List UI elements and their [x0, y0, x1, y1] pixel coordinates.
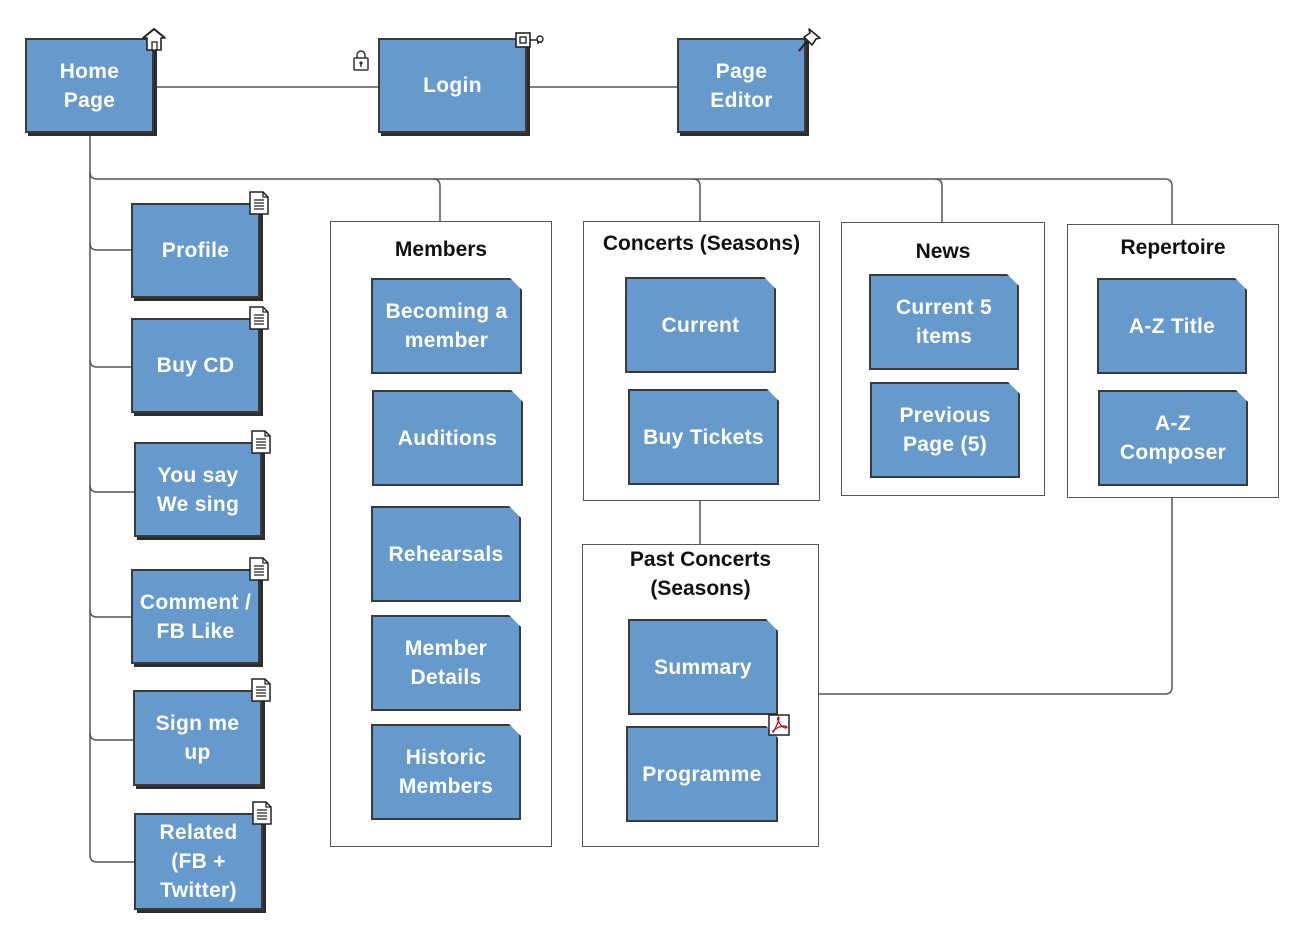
document-icon: [249, 557, 269, 581]
members-node-3-label: Rehearsals: [388, 542, 504, 566]
news-node-1[interactable]: Current 5 items: [869, 274, 1019, 370]
sidebar-node-sign-me-up-label: Sign me up: [155, 712, 240, 764]
concerts-node-2[interactable]: Buy Tickets: [628, 389, 779, 485]
home-page-label: Home Page: [59, 59, 120, 112]
sidebar-node-related-fb-twitter[interactable]: Related (FB + Twitter): [134, 813, 263, 910]
sidebar-node-sign-me-up[interactable]: Sign me up: [133, 690, 262, 786]
repertoire-title: Repertoire: [1120, 236, 1226, 259]
repertoire-node-2[interactable]: A-Z Composer: [1098, 390, 1248, 486]
document-icon: [249, 191, 269, 215]
repertoire-node-2-label: A-Z Composer: [1119, 412, 1227, 464]
concerts-node-1-label: Current: [661, 313, 740, 337]
concerts-node-2-label: Buy Tickets: [643, 425, 764, 449]
past-node-1-label: Summary: [654, 655, 752, 679]
repertoire-node-1[interactable]: A-Z Title: [1097, 278, 1247, 374]
sidebar-node-profile-label: Profile: [161, 239, 230, 262]
document-icon: [249, 306, 269, 330]
news-node-1-label: Current 5 items: [895, 296, 993, 348]
sidebar-node-buy-cd-label: Buy CD: [156, 354, 235, 377]
past-node-2[interactable]: Programme: [626, 726, 778, 822]
key-icon: [515, 32, 544, 48]
past-concerts-title: Past Concerts (Seasons): [629, 548, 772, 600]
sidebar-node-you-say-we-sing-label: You say We sing: [156, 463, 240, 516]
login-label: Login: [423, 74, 482, 97]
sidebar-node-you-say-we-sing[interactable]: You say We sing: [134, 442, 262, 537]
login-node[interactable]: Login: [378, 38, 527, 133]
past-node-2-label: Programme: [642, 762, 762, 786]
members-node-5[interactable]: Historic Members: [371, 724, 521, 820]
lock-icon: [353, 50, 369, 71]
concerts-title: Concerts (Seasons): [602, 232, 801, 255]
home-page-node[interactable]: Home Page: [25, 38, 154, 133]
sidebar-node-buy-cd[interactable]: Buy CD: [131, 318, 260, 413]
document-icon: [252, 801, 272, 825]
repertoire-node-1-label: A-Z Title: [1128, 314, 1216, 338]
members-node-2[interactable]: Auditions: [372, 390, 523, 486]
document-icon: [251, 430, 271, 454]
members-node-4[interactable]: Member Details: [371, 615, 521, 711]
members-title: Members: [394, 238, 488, 261]
page-editor-node[interactable]: Page Editor: [677, 38, 806, 133]
sidebar-node-profile[interactable]: Profile: [131, 203, 260, 298]
members-node-4-label: Member Details: [404, 637, 488, 689]
past-node-1[interactable]: Summary: [628, 619, 778, 715]
members-node-1-label: Becoming a member: [385, 300, 508, 352]
document-icon: [251, 678, 271, 702]
pdf-icon: [768, 714, 790, 736]
sidebar-node-related-fb-twitter-label: Related (FB + Twitter): [159, 821, 238, 902]
concerts-node-1[interactable]: Current: [625, 277, 776, 373]
news-title: News: [915, 240, 971, 263]
members-node-5-label: Historic Members: [398, 746, 494, 798]
members-node-1[interactable]: Becoming a member: [371, 278, 522, 374]
pin-icon: [798, 28, 821, 52]
sidebar-node-comment-fb-like[interactable]: Comment / FB Like: [131, 569, 260, 664]
members-node-2-label: Auditions: [397, 426, 498, 450]
news-node-2[interactable]: Previous Page (5): [870, 382, 1020, 478]
news-node-2-label: Previous Page (5): [899, 404, 991, 456]
members-node-3[interactable]: Rehearsals: [371, 506, 521, 602]
house-icon: [142, 27, 166, 51]
sidebar-node-comment-fb-like-label: Comment / FB Like: [139, 590, 252, 643]
page-editor-label: Page Editor: [710, 59, 773, 112]
